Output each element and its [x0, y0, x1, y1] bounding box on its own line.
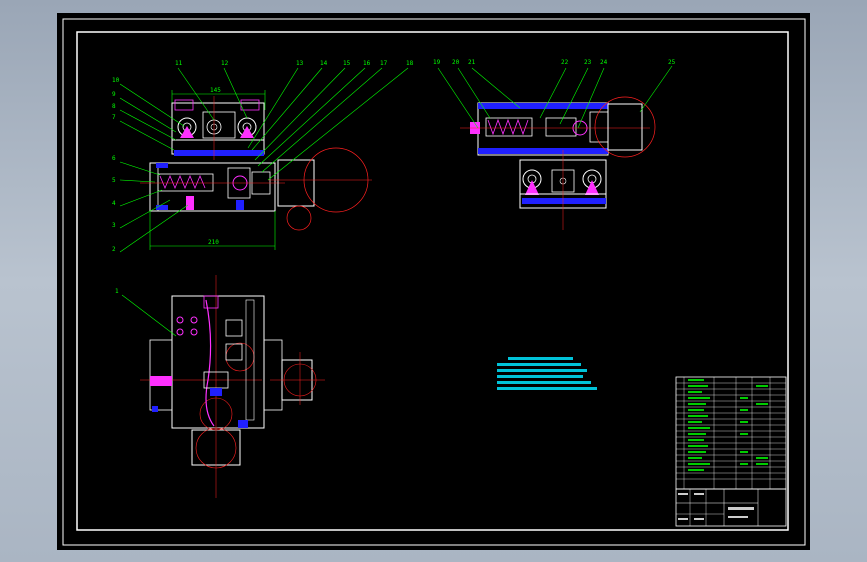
front-view: 145: [140, 87, 372, 250]
part-number: 10: [112, 77, 120, 84]
drawing-sheet: 145: [62, 18, 806, 546]
part-number: 22: [561, 59, 569, 66]
dim-bottom-width: 210: [208, 239, 219, 246]
part-number: 24: [600, 59, 608, 66]
part-number: 8: [112, 103, 116, 110]
part-number: 1: [115, 288, 119, 295]
part-number: 20: [452, 59, 460, 66]
front-view-labels: [119, 67, 409, 253]
title-block: [675, 488, 787, 527]
inner-frame: [76, 31, 789, 531]
part-number: 19: [433, 59, 441, 66]
part-number: 16: [363, 60, 371, 67]
dim-top-width: 145: [210, 87, 221, 94]
part-number: 12: [221, 60, 229, 67]
part-number: 17: [380, 60, 388, 67]
part-number: 3: [112, 222, 116, 229]
part-number: 9: [112, 91, 116, 98]
part-number: 21: [468, 59, 476, 66]
part-number: 6: [112, 155, 116, 162]
side-view: [460, 96, 656, 230]
technical-notes: [497, 357, 597, 390]
part-number: 25: [668, 59, 676, 66]
front-view-numbers: 10 9 8 7 6 5 4 3 2 11 12 13 14 15 16 17 …: [112, 60, 414, 253]
part-number: 11: [175, 60, 183, 67]
cad-viewport[interactable]: 145: [57, 13, 810, 550]
part-number: 13: [296, 60, 304, 67]
part-number: 15: [343, 60, 351, 67]
part-number: 18: [406, 60, 414, 67]
side-view-numbers: 19 20 21 22 23 24 25: [433, 59, 676, 66]
parts-list: [675, 376, 787, 490]
part-number: 2: [112, 246, 116, 253]
plan-view-labels: 1: [115, 288, 177, 337]
part-number: 23: [584, 59, 592, 66]
side-view-labels: [437, 65, 673, 129]
part-number: 14: [320, 60, 328, 67]
part-number: 4: [112, 200, 116, 207]
outer-frame: [62, 18, 806, 546]
part-number: 5: [112, 177, 116, 184]
plan-view: [140, 275, 325, 498]
part-number: 7: [112, 114, 116, 121]
